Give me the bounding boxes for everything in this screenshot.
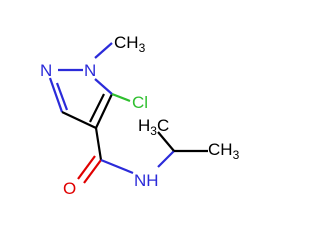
atom-label-nh: NH xyxy=(134,171,159,190)
bond-c3-c4 xyxy=(61,111,97,129)
atom-label-o: O xyxy=(63,179,76,198)
bond-carbonyl-o-1 xyxy=(83,159,102,184)
bond-carbonyl-o-2 xyxy=(77,155,96,180)
atom-label-n2: N xyxy=(40,61,52,80)
atom-label-n1: N xyxy=(84,61,96,80)
atom-label-ch3-right: CH3 xyxy=(208,140,240,162)
bond-ch-methyl-left xyxy=(157,131,175,152)
bond-c4-c5-inner xyxy=(89,93,105,123)
bond-nh-ch xyxy=(157,150,175,168)
atom-label-ch3-top: CH3 xyxy=(114,33,146,55)
bond-n1-methyl xyxy=(94,42,113,59)
bond-n2-c3-outer xyxy=(48,77,64,113)
bond-c5-cl xyxy=(111,92,131,103)
atom-label-cl: Cl xyxy=(132,93,148,112)
bond-carbonyl-nh xyxy=(100,158,134,175)
bond-n2-c3-inner xyxy=(55,82,69,111)
bond-c4-c5-outer xyxy=(95,93,113,129)
molecule-structure: CH3 N N Cl H3C CH3 NH O xyxy=(40,33,240,198)
bond-c4-carbonyl xyxy=(94,127,103,161)
molecule-structure-canvas: CH3 N N Cl H3C CH3 NH O xyxy=(40,33,240,198)
atom-label-h3c-mid: H3C xyxy=(138,116,169,138)
bond-c5-n1 xyxy=(94,78,113,95)
